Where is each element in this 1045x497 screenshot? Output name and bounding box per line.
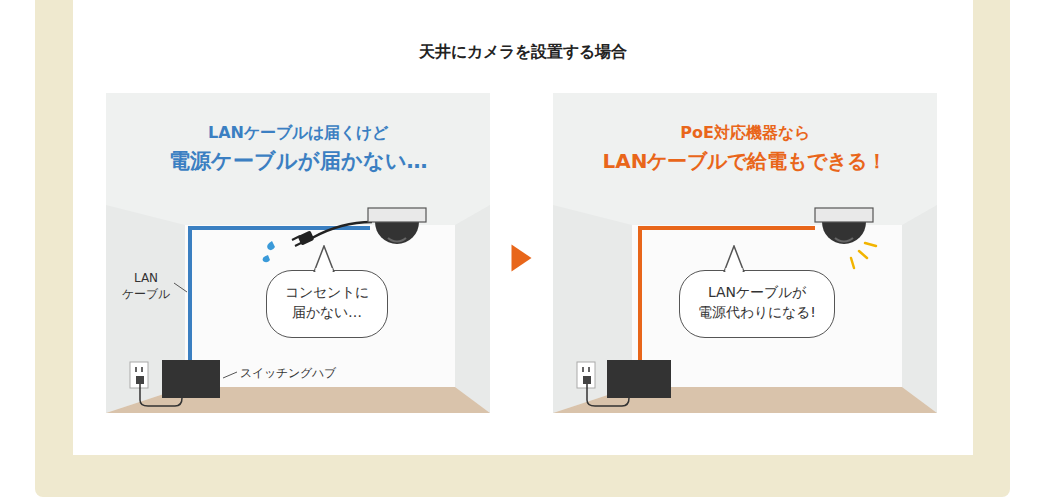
speech-bubble: コンセントに 届かない… <box>266 270 388 338</box>
bubble-tail <box>314 246 334 272</box>
card-ground <box>73 0 973 455</box>
room-left <box>106 93 490 413</box>
room-right <box>553 93 937 413</box>
lan-cable <box>640 228 815 362</box>
bubble-tail <box>724 246 744 272</box>
leader-line <box>223 372 237 378</box>
headline: LANケーブルは届くけど <box>106 122 490 144</box>
scene-panel: LANケーブルは届くけど電源ケーブルが届かない… コンセントに 届かない… <box>106 93 490 413</box>
headline: PoE対応機器なら <box>553 122 937 144</box>
part-label: LAN ケーブル <box>122 270 170 302</box>
part-label: スイッチングハブ <box>240 365 336 381</box>
light-rays <box>851 243 876 268</box>
speech-bubble: LANケーブルが 電源代わりになる! <box>679 270 835 338</box>
bubble-tail-cover <box>726 268 743 272</box>
frame-ground <box>35 0 1010 497</box>
bubble-text: LANケーブルが 電源代わりになる! <box>698 282 816 322</box>
switching-hub <box>162 360 220 398</box>
bubble-tail-cover <box>316 268 333 272</box>
camera <box>815 208 873 244</box>
bubble-text: コンセントに 届かない… <box>285 282 369 322</box>
camera <box>368 208 426 244</box>
bubble-tail <box>722 245 746 272</box>
flow-arrow <box>512 245 532 272</box>
leader-line <box>174 283 187 292</box>
power-plug <box>292 222 372 246</box>
bubble-tail <box>312 245 336 272</box>
scene-panel: PoE対応機器ならLANケーブルで給電もできる！ LANケーブルが 電源代わりにな… <box>553 93 937 413</box>
title: 天井にカメラを設置する場合 <box>73 41 973 63</box>
sweat-drops <box>263 241 275 262</box>
switching-hub <box>607 360 671 398</box>
headline: LANケーブルで給電もできる！ <box>553 146 937 176</box>
headline: 電源ケーブルが届かない… <box>106 146 490 176</box>
